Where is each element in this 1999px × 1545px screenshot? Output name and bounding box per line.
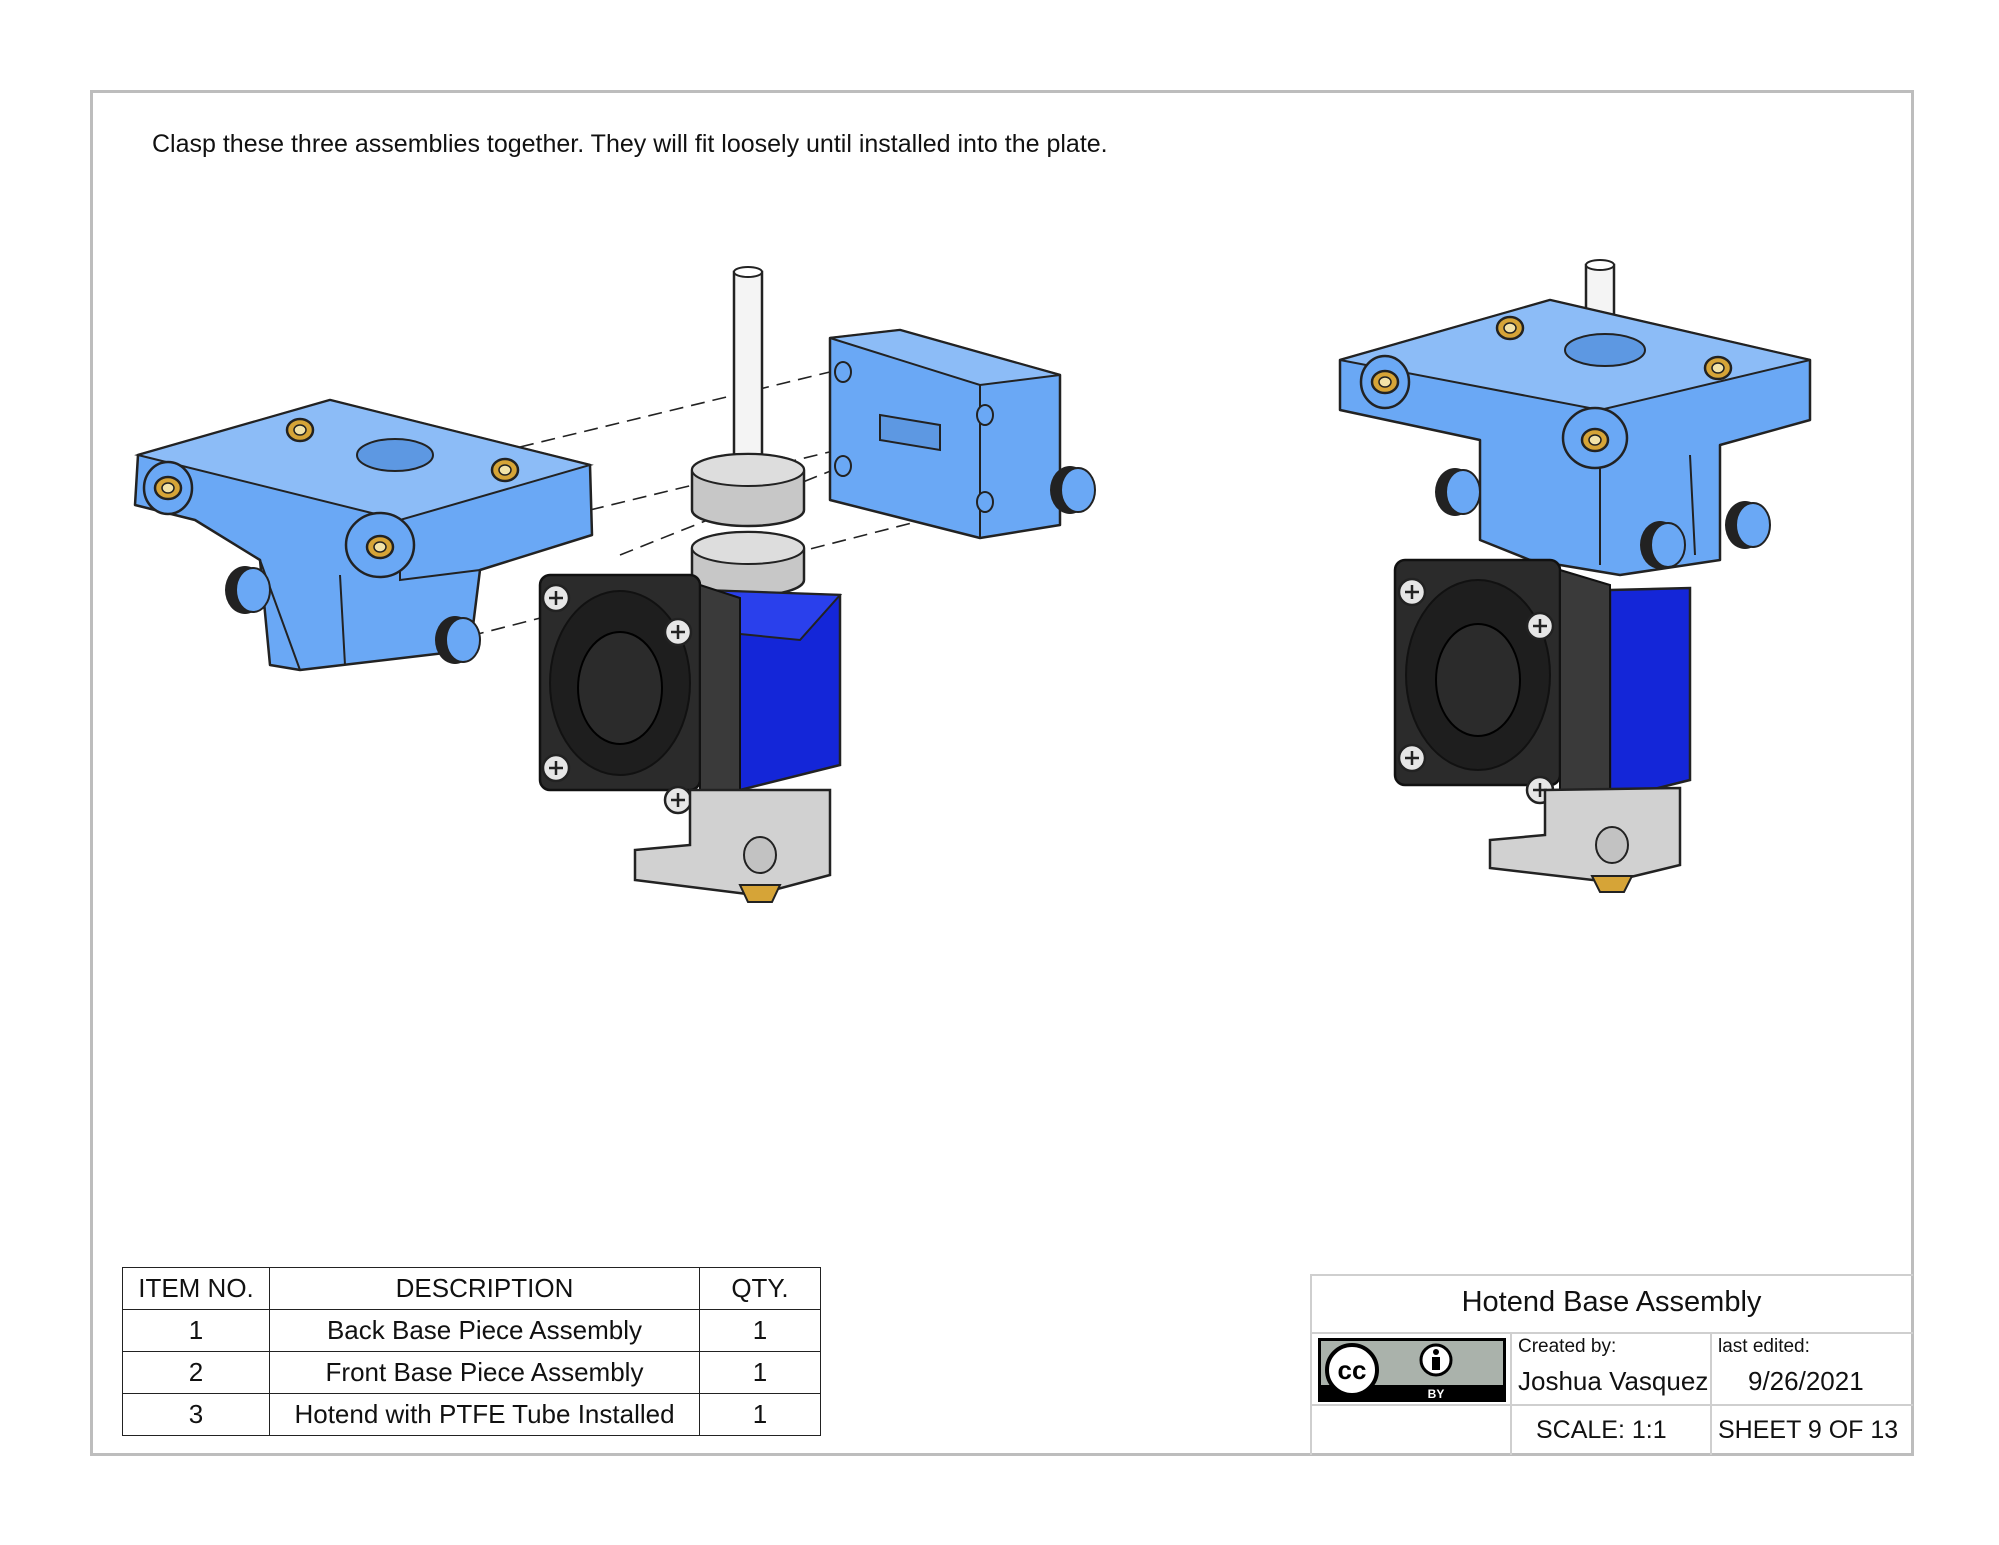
heater-block-assembled — [1488, 786, 1682, 893]
cooling-fan — [538, 573, 741, 815]
back-base-piece — [133, 398, 594, 672]
title-block-divider — [1310, 1404, 1913, 1406]
title-block-divider — [1710, 1332, 1712, 1455]
drawing-border — [90, 90, 1914, 1456]
title-block-divider — [1310, 1274, 1913, 1276]
bom-item: 2 — [122, 1351, 270, 1394]
by-label: BY — [1428, 1387, 1445, 1401]
bom-header-description: DESCRIPTION — [269, 1267, 700, 1310]
bom-description: Hotend with PTFE Tube Installed — [269, 1393, 700, 1436]
cooling-fan-assembled — [1393, 558, 1611, 805]
drawing-title: Hotend Base Assembly — [1461, 1286, 1762, 1318]
author-name: Joshua Vasquez — [1518, 1366, 1709, 1396]
exploded-view — [133, 266, 1096, 903]
bom-qty: 1 — [699, 1351, 821, 1394]
bom-row: 1 Back Base Piece Assembly 1 — [122, 1309, 821, 1352]
sheet-number: SHEET 9 OF 13 — [1718, 1416, 1899, 1444]
heater-block — [633, 788, 832, 903]
bom-description: Front Base Piece Assembly — [269, 1351, 700, 1394]
bom-header-row: ITEM NO. DESCRIPTION QTY. — [122, 1267, 821, 1310]
attribution-person-icon — [1419, 1343, 1453, 1377]
bom-table: ITEM NO. DESCRIPTION QTY. 1 Back Base Pi… — [122, 1267, 821, 1436]
bom-qty: 1 — [699, 1393, 821, 1436]
bom-header-item: ITEM NO. — [122, 1267, 270, 1310]
assembled-base — [1338, 298, 1812, 577]
last-edited-date: 9/26/2021 — [1748, 1366, 1864, 1396]
title-block: Hotend Base Assembly cc BY Created by: J… — [1310, 1274, 1913, 1455]
ptfe-tube — [732, 266, 764, 474]
svg-text:cc: cc — [1338, 1355, 1367, 1385]
title-block-divider — [1310, 1332, 1913, 1334]
fan-shroud-assembled — [1608, 586, 1692, 802]
creative-commons-icon: cc — [1325, 1343, 1379, 1397]
bom-item: 3 — [122, 1393, 270, 1436]
front-base-piece — [828, 328, 1096, 540]
last-edited-label: last edited: — [1718, 1336, 1810, 1357]
cc-by-license-badge: cc BY — [1318, 1338, 1506, 1402]
bom-row: 3 Hotend with PTFE Tube Installed 1 — [122, 1393, 821, 1436]
bom-row: 2 Front Base Piece Assembly 1 — [122, 1351, 821, 1394]
created-by-label: Created by: — [1518, 1336, 1617, 1357]
bom-qty: 1 — [699, 1309, 821, 1352]
bom-description: Back Base Piece Assembly — [269, 1309, 700, 1352]
instruction-text: Clasp these three assemblies together. T… — [152, 130, 1108, 158]
heatsink — [690, 452, 806, 598]
bom-item: 1 — [122, 1309, 270, 1352]
title-block-divider — [1510, 1332, 1512, 1455]
bom-header-qty: QTY. — [699, 1267, 821, 1310]
title-block-divider — [1310, 1274, 1312, 1455]
scale-text: SCALE: 1:1 — [1536, 1416, 1667, 1444]
assembled-view — [1338, 259, 1812, 893]
